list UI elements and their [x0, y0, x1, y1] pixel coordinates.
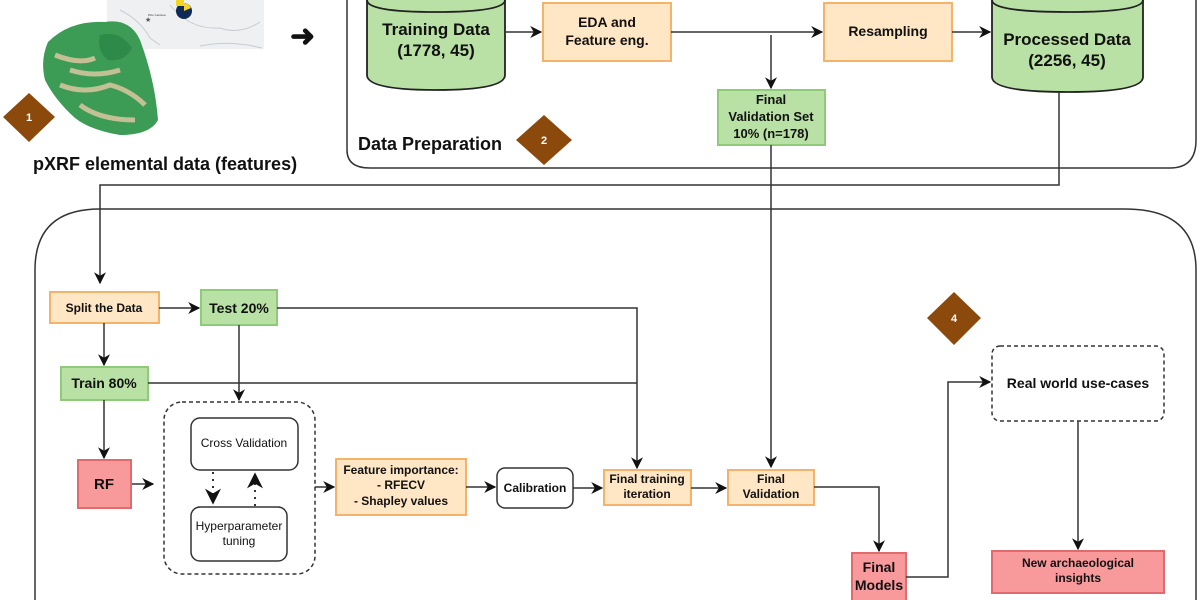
svg-text:Validation Set: Validation Set: [728, 109, 814, 124]
tuning-group-dashed: [163, 401, 316, 575]
svg-text:RF: RF: [94, 476, 114, 493]
svg-text:1: 1: [26, 112, 32, 124]
svg-text:- Shapley values: - Shapley values: [354, 494, 448, 508]
eda-feature-eng-box: EDA and Feature eng.: [542, 2, 672, 62]
calibration-box: Calibration: [496, 467, 574, 509]
svg-text:Real world use-cases: Real world use-cases: [1007, 375, 1150, 391]
svg-text:EDA and: EDA and: [578, 14, 636, 30]
final-validation-set-box: Final Validation Set 10% (n=178): [717, 89, 826, 146]
modeling-container: [34, 208, 1197, 600]
map-site-star-icon: ★: [145, 16, 151, 24]
split-data-box: Split the Data: [49, 291, 160, 324]
svg-text:Cross Validation: Cross Validation: [201, 436, 287, 450]
svg-text:Calibration: Calibration: [504, 481, 567, 495]
edge-test-to-final-training: [277, 307, 643, 470]
svg-text:tuning: tuning: [223, 534, 256, 548]
hyperparameter-tuning-box: Hyperparameter tuning: [190, 506, 288, 562]
processed-data-cylinder: Processed Data (2256, 45): [991, 0, 1144, 93]
jadeite-rock-image: [43, 21, 159, 136]
svg-text:(2256, 45): (2256, 45): [1028, 51, 1106, 70]
svg-text:Test 20%: Test 20%: [209, 300, 269, 316]
svg-text:Feature eng.: Feature eng.: [565, 32, 648, 48]
svg-text:(1778, 45): (1778, 45): [397, 41, 475, 60]
svg-text:Split the Data: Split the Data: [66, 301, 143, 315]
real-world-use-cases-box: Real world use-cases: [991, 345, 1165, 422]
edge-final-models-to-real-world: [906, 376, 992, 578]
svg-text:Processed Data: Processed Data: [1003, 30, 1131, 49]
edge-final-validation-to-final-models: [814, 486, 885, 553]
data-preparation-container: [346, 0, 1197, 169]
svg-text:10% (n=178): 10% (n=178): [733, 126, 809, 141]
svg-text:- RFECV: - RFECV: [377, 478, 425, 492]
step-1-badge: 1: [3, 93, 55, 142]
final-validation-box: Final Validation: [727, 469, 815, 506]
final-training-iteration-box: Final training iteration: [603, 469, 692, 506]
resampling-box: Resampling: [823, 2, 953, 62]
step-4-badge: 4: [927, 292, 981, 345]
svg-text:2: 2: [541, 135, 547, 147]
svg-text:New archaeological: New archaeological: [1022, 556, 1134, 570]
svg-text:Hyperparameter: Hyperparameter: [196, 519, 283, 533]
svg-text:insights: insights: [1055, 571, 1101, 585]
svg-text:Resampling: Resampling: [848, 23, 927, 39]
train-80-box: Train 80%: [60, 366, 149, 401]
svg-text:4: 4: [951, 313, 958, 325]
svg-text:Feature importance:: Feature importance:: [343, 463, 458, 477]
data-preparation-title: Data Preparation: [358, 134, 502, 154]
svg-text:iteration: iteration: [623, 487, 670, 501]
final-models-box: Final Models: [851, 552, 907, 600]
svg-text:Train 80%: Train 80%: [71, 375, 137, 391]
svg-text:Models: Models: [855, 577, 903, 593]
training-data-cylinder: Training Data (1778, 45): [366, 0, 506, 91]
svg-text:Training Data: Training Data: [382, 20, 490, 39]
new-archaeological-insights-box: New archaeological insights: [991, 550, 1165, 594]
feature-importance-box: Feature importance: - RFECV - Shapley va…: [335, 458, 467, 516]
svg-text:Final: Final: [863, 559, 896, 575]
input-caption: pXRF elemental data (features): [33, 154, 297, 174]
test-20-box: Test 20%: [200, 289, 278, 326]
svg-text:Final training: Final training: [609, 472, 684, 486]
svg-text:Final: Final: [757, 472, 785, 486]
random-forest-box: RF: [77, 459, 132, 509]
svg-text:Validation: Validation: [743, 487, 800, 501]
step-2-badge: 2: [516, 115, 572, 165]
map-label: Pico Centeno: [148, 13, 166, 17]
cross-validation-box: Cross Validation: [190, 417, 299, 471]
edge-processed-to-split: [94, 92, 1060, 285]
flow-arrow-icon: ➜: [290, 20, 315, 53]
svg-text:Final: Final: [756, 92, 786, 107]
